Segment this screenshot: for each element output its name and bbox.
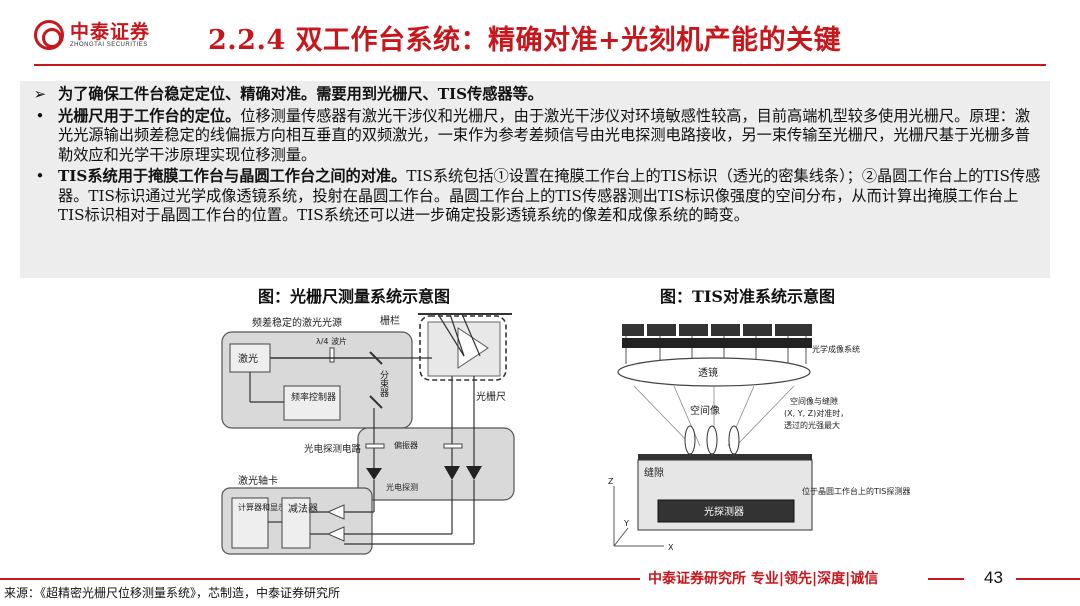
lens-label: 透镜 <box>698 366 718 379</box>
tis-sensor-label: 位于晶圆工作台上的TIS探测器 <box>802 486 910 496</box>
paragraph-3-body: TIS系统包括①设置在掩膜工作台上的TIS标识（透光的密集线条）；②晶圆工作台上… <box>58 167 1041 224</box>
detector-triangle-1 <box>366 468 382 480</box>
grating-scale-label: 光栅尺 <box>476 390 506 403</box>
right-figure-caption: 图：TIS对准系统示意图 <box>660 287 835 306</box>
left-figure-caption: 图：光栅尺测量系统示意图 <box>258 287 451 306</box>
logo-name-en: ZHONGTAI SECURITIES <box>70 42 148 48</box>
detector-label: 光探测器 <box>704 505 744 518</box>
optical-system-label: 光学成像系统 <box>812 344 860 354</box>
tis-mark-bar <box>622 324 812 336</box>
polarizer-label: 偏振器 <box>394 440 418 450</box>
page-number: 43 <box>984 568 1003 587</box>
axis-y-label: Y <box>623 519 629 528</box>
calc-label: 计算器和显示器 <box>238 502 294 512</box>
footer-divider-left <box>0 578 640 580</box>
subtract-label: 减法器 <box>288 502 318 515</box>
paragraph-1-text: 为了确保工件台稳定定位、精确对准。需要用到光栅尺、TIS传感器等。 <box>58 85 543 103</box>
waveplate-label: λ/4 波片 <box>316 336 347 346</box>
tis-alignment-diagram: 光学成像系统 透镜 空间像 空间像与缝隙 (X, Y, Z)对准时， 透过的光强… <box>604 318 964 554</box>
footer-divider-right <box>1016 578 1080 580</box>
logo-mark-icon <box>34 20 64 50</box>
aerial-note-1: 空间像与缝隙 <box>790 396 838 406</box>
axis-card-label: 激光轴卡 <box>238 474 278 487</box>
bullet-paragraph-3: • TIS系统用于掩膜工作台与晶圆工作台之间的对准。TIS系统包括①设置在掩膜工… <box>30 167 1042 226</box>
freq-ctrl-label: 频率控制器 <box>291 391 336 403</box>
bullet-paragraph-2: • 光栅尺用于工作台的定位。位移测量传感器有激光干涉仪和光栅尺，由于激光干涉仪对… <box>30 107 1042 166</box>
company-logo: 中泰证券 ZHONGTAI SECURITIES <box>34 20 150 50</box>
calc-block <box>231 497 269 549</box>
footer-slogan: 中泰证券研究所 专业|领先|深度|诚信 <box>648 571 879 587</box>
detector-triangle-3 <box>466 466 482 480</box>
detector-block <box>657 499 795 523</box>
footer-divider-mid <box>928 578 964 580</box>
grating-label: 栅栏 <box>380 314 400 327</box>
bullet-paragraph-1: ➢ 为了确保工件台稳定定位、精确对准。需要用到光栅尺、TIS传感器等。 <box>30 85 1042 105</box>
dot-bullet-icon: • <box>35 167 45 185</box>
logo-name-cn: 中泰证券 <box>70 21 151 43</box>
aerial-note-2: (X, Y, Z)对准时， <box>784 408 848 418</box>
grating-scale-diagram: 频差稳定的激光光源 栅栏 激光 λ/4 波片 频率控制器 分束器 光栅尺 光电探… <box>218 312 518 556</box>
paragraph-2-body: 位移测量传感器有激光干涉仪和光栅尺，由于激光干涉仪对环境敏感性较高，目前高端机型… <box>58 106 1030 164</box>
aerial-note-3: 透过的光强最大 <box>784 420 840 430</box>
detector-triangle-2 <box>444 466 460 480</box>
photo-detect-box <box>357 427 515 501</box>
waveplate-mark <box>329 347 335 363</box>
slit-label: 缝隙 <box>644 466 664 479</box>
beam-split-label: 分束器 <box>378 370 389 397</box>
paragraph-2-heading: 光栅尺用于工作台的定位。 <box>58 106 241 125</box>
slit-plate <box>638 454 812 460</box>
slide-title: 2.2.4 双工作台系统：精确对准+光刻机产能的关键 <box>208 25 842 56</box>
axis-z-label: Z <box>608 477 614 486</box>
photo-detect-label: 光电探测 <box>386 482 418 492</box>
photo-circuit-label: 光电探测电路 <box>304 443 362 455</box>
reticle-bar <box>622 338 812 348</box>
dot-bullet-icon: • <box>35 106 45 125</box>
axis-x-label: X <box>668 543 674 552</box>
subtract-block <box>281 497 311 549</box>
content-box: ➢ 为了确保工件台稳定定位、精确对准。需要用到光栅尺、TIS传感器等。 • 光栅… <box>20 81 1050 278</box>
aerial-image-label: 空间像 <box>690 404 720 417</box>
title-divider <box>34 64 1046 66</box>
source-note: 来源：《超精密光栅尺位移测量系统》，芯制造，中泰证券研究所 <box>4 586 341 600</box>
laser-label: 激光 <box>238 352 258 365</box>
freq-ctrl-block <box>283 385 341 421</box>
paragraph-3-heading: TIS系统用于掩膜工作台与晶圆工作台之间的对准。 <box>58 167 407 185</box>
laser-source-label: 频差稳定的激光光源 <box>252 316 342 329</box>
arrow-bullet-icon: ➢ <box>33 85 47 103</box>
